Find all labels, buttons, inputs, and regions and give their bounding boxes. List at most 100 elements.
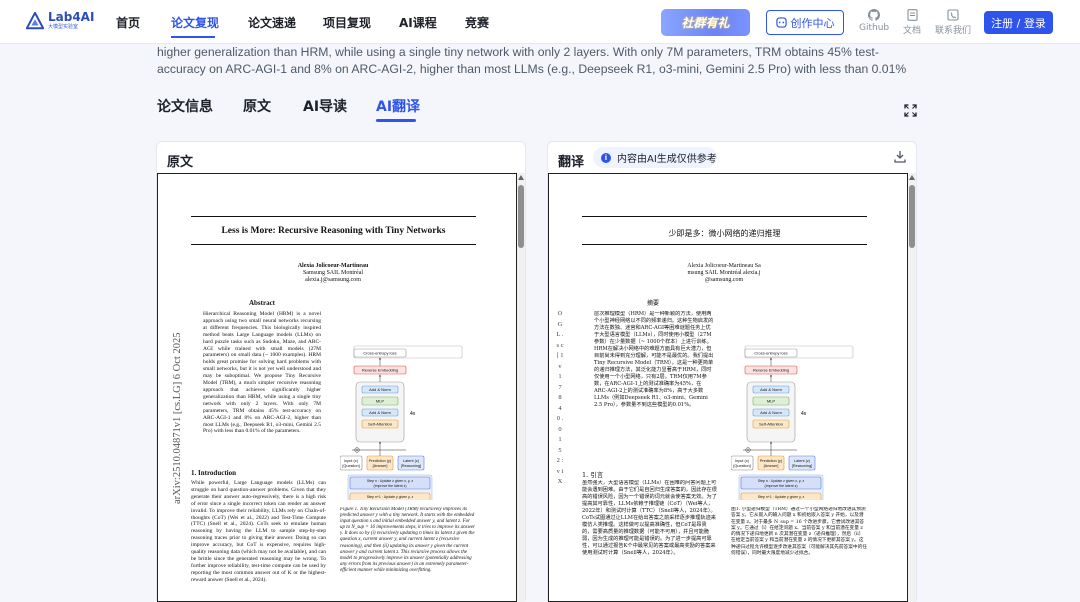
original-pdf-page[interactable]: Less is More: Recursive Reasoning with T… — [157, 173, 517, 602]
brand-tagline: 大模型实验室 — [48, 25, 94, 30]
paper-affiliation: Samsung SAIL Montréal — [238, 270, 428, 277]
title-rule-top — [582, 216, 867, 217]
scroll-up-arrow[interactable] — [909, 175, 915, 180]
svg-text:Prediction (y): Prediction (y) — [760, 459, 783, 463]
svg-text:Self-Attention: Self-Attention — [368, 422, 392, 427]
svg-text:MLP: MLP — [376, 399, 385, 404]
original-panel: 原文 Less is More: Recursive Reasoning wit… — [156, 141, 526, 601]
loss-box: Cross-entropy loss — [354, 349, 406, 357]
svg-text:Step n+1 : Update y given y, z: Step n+1 : Update y given y, z — [367, 495, 414, 499]
original-panel-title: 原文 — [167, 151, 193, 170]
github-label: Github — [859, 23, 889, 33]
title-rule-top — [191, 216, 476, 217]
svg-text:Cross-entropy loss: Cross-entropy loss — [754, 351, 787, 356]
register-login-button[interactable]: 注册 / 登录 — [984, 11, 1053, 34]
nav-project-reproduction[interactable]: 项目复现 — [323, 14, 371, 31]
scroll-thumb[interactable] — [518, 185, 524, 248]
contact-label: 联系我们 — [935, 23, 971, 36]
svg-text:Step n : Update z given x, y,: Step n : Update z given x, y, z — [758, 479, 804, 483]
tab-paper-info[interactable]: 论文信息 — [157, 96, 213, 116]
nav-home[interactable]: 首页 — [116, 14, 140, 31]
tab-active-indicator — [376, 119, 416, 122]
abstract-heading: Abstract — [202, 299, 322, 307]
loss-box: Cross-entropy loss — [745, 349, 797, 357]
creator-center-button[interactable]: 创作中心 — [766, 10, 844, 35]
translated-figure-caption: 图1. 小型递归模型（TRM）通过一个小型网络递归地改进其预测答案 y。它从嵌入… — [731, 507, 867, 597]
translated-abstract-body: 层次推理模型（HRM）是一种新颖的方法，使用两个小型神经网络以不同的频率递归。这… — [594, 311, 714, 441]
step-n-box: Step n : Update z given x, y, z(Improve … — [350, 477, 430, 489]
svg-text:Reverse Embedding: Reverse Embedding — [753, 368, 789, 373]
step-n1-box: Step n+1 : Update y given y, z(Improve t… — [741, 493, 821, 500]
tab-original[interactable]: 原文 — [243, 96, 271, 116]
brand-logo[interactable]: Lab4AI 大模型实验室 — [26, 11, 94, 30]
scroll-up-arrow[interactable] — [518, 175, 524, 180]
svg-text:Reverse Embedding: Reverse Embedding — [362, 368, 398, 373]
svg-text:Cross-entropy loss: Cross-entropy loss — [363, 351, 396, 356]
document-icon — [907, 9, 918, 21]
self-attention-box: Self-Attention — [753, 420, 789, 428]
github-link[interactable]: Github — [859, 9, 889, 33]
translated-title: 少即是多：微小网络的递归推理 — [582, 228, 867, 239]
paper-author: Alexia Jolicoeur-Martineau — [238, 263, 428, 270]
download-icon — [894, 150, 906, 163]
tab-ai-translation[interactable]: AI翻译 — [376, 96, 420, 116]
title-rule-bottom — [582, 244, 867, 245]
svg-text:Step n+1 : Update y given y, z: Step n+1 : Update y given y, z — [758, 495, 805, 499]
svg-text:Prediction (y): Prediction (y) — [369, 459, 392, 463]
info-icon: i — [601, 153, 611, 163]
latent-box: Latent (z)[Reasoning] — [398, 456, 424, 470]
nav-paper-express[interactable]: 论文速递 — [248, 14, 296, 31]
add-norm-2: Add & Norm — [753, 409, 789, 416]
fullscreen-button[interactable] — [904, 104, 917, 122]
svg-text:[Answer]: [Answer] — [373, 464, 388, 468]
svg-text:[Reasoning]: [Reasoning] — [792, 464, 812, 468]
scroll-thumb[interactable] — [909, 185, 915, 248]
translated-abstract-heading: 摘要 — [593, 298, 713, 307]
nav-ai-courses[interactable]: AI课程 — [399, 14, 437, 31]
mlp-box: MLP — [362, 397, 398, 405]
reverse-embedding-box: Reverse Embedding — [354, 366, 406, 374]
translated-pdf-page[interactable]: 少即是多：微小网络的递归推理 Alexia Jolicoeur-Martinea… — [548, 173, 908, 602]
expand-icon — [904, 104, 917, 117]
svg-text:Add & Norm: Add & Norm — [760, 410, 782, 415]
paper-title: Less is More: Recursive Reasoning with T… — [191, 226, 476, 236]
tab-ai-guide[interactable]: AI导读 — [303, 96, 347, 116]
nav-competitions[interactable]: 竞赛 — [465, 14, 489, 31]
svg-text:Input (x): Input (x) — [735, 459, 750, 463]
original-scrollbar[interactable] — [517, 173, 525, 602]
prediction-box: Prediction (y)[Answer] — [367, 456, 393, 470]
svg-text:Add & Norm: Add & Norm — [760, 387, 782, 392]
add-norm-1: Add & Norm — [362, 386, 398, 393]
lab4ai-logo-icon — [26, 12, 44, 30]
abstract-body: Hierarchical Reasoning Model (HRM) is a … — [203, 311, 321, 456]
reverse-embedding-box: Reverse Embedding — [745, 366, 797, 374]
nav-paper-reproduction[interactable]: 论文复现 — [171, 14, 219, 31]
svg-text:MLP: MLP — [767, 399, 776, 404]
translation-scrollbar[interactable] — [908, 173, 916, 602]
svg-text:Step n : Update z given x, y,: Step n : Update z given x, y, z — [367, 479, 413, 483]
community-gift-banner[interactable]: 社群有礼 — [661, 9, 750, 36]
intro-body: While powerful, Large Language models (L… — [191, 480, 326, 595]
download-button[interactable] — [894, 150, 906, 168]
translated-affiliation: msung SAIL Montréal alexia.j — [629, 270, 819, 277]
translated-author: Alexia Jolicoeur-Martineau Sa — [629, 263, 819, 270]
input-box: Input (x)[Question] — [340, 456, 362, 470]
add-norm-1: Add & Norm — [753, 386, 789, 393]
phone-icon — [947, 9, 959, 21]
svg-text:[Reasoning]: [Reasoning] — [401, 464, 421, 468]
brand-name: Lab4AI — [48, 11, 94, 23]
github-icon — [868, 9, 880, 21]
svg-text:Add & Norm: Add & Norm — [369, 387, 391, 392]
svg-text:Add & Norm: Add & Norm — [369, 410, 391, 415]
docs-link[interactable]: 文档 — [903, 9, 921, 36]
svg-text:Input (x): Input (x) — [344, 459, 359, 463]
top-navbar: Lab4AI 大模型实验室 首页 论文复现 论文速递 项目复现 AI课程 竞赛 … — [0, 0, 1080, 44]
chat-icon — [776, 17, 787, 28]
translated-intro-body: 虽然强大，大型语言模型（LLMs）在困难的问答问题上可能会遇到困难。由于它们是自… — [582, 480, 717, 595]
intro-heading: 1. Introduction — [191, 469, 326, 477]
translation-panel: 翻译 i 内容由AI生成仅供参考 少即是多：微小网络的递归推理 Alexia J… — [547, 141, 917, 601]
svg-text:Self-Attention: Self-Attention — [759, 422, 783, 427]
contact-link[interactable]: 联系我们 — [935, 9, 971, 36]
